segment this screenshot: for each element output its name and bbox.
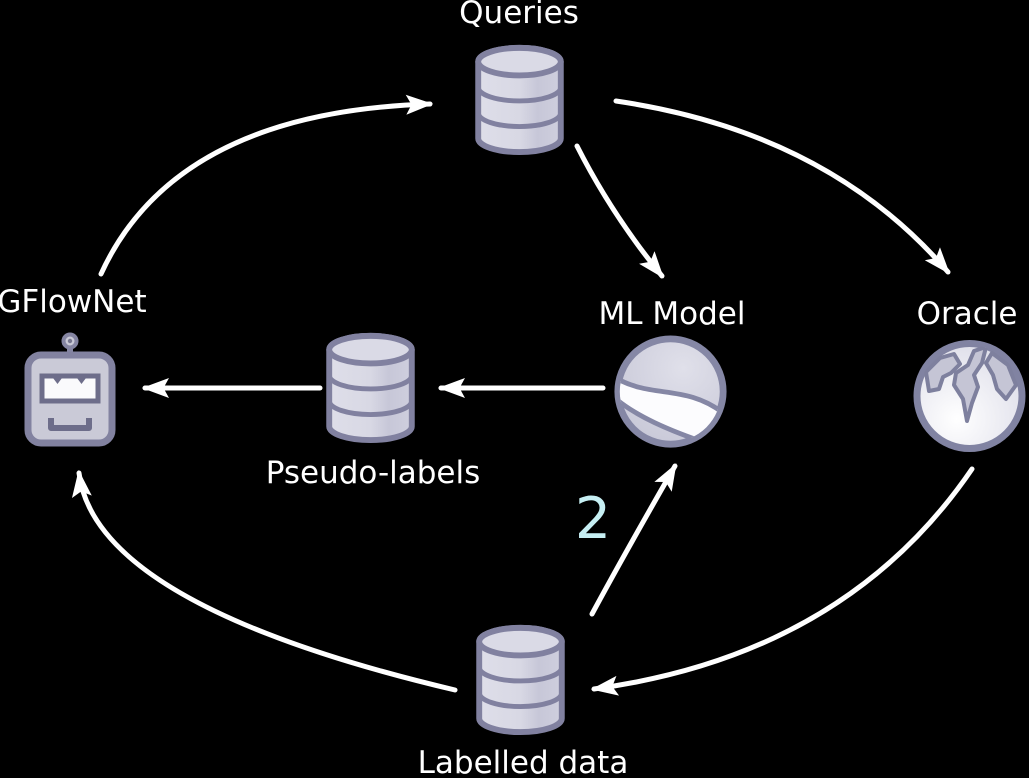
node-label-oracle: Oracle: [916, 296, 1018, 332]
database-icon: [326, 332, 415, 444]
robot-icon: [24, 332, 116, 447]
node-label-labelled-data: Labelled data: [417, 745, 629, 778]
arrow-gflownet-to-queries: [98, 94, 433, 277]
sphere-icon: [614, 335, 727, 448]
node-label-ml-model: ML Model: [598, 296, 746, 332]
database-icon: [475, 44, 564, 156]
node-label-queries: Queries: [459, 0, 579, 31]
node-label-gflownet: GFlowNet: [0, 284, 147, 320]
arrow-labelled-data-to-ml-model: [589, 463, 678, 617]
database-icon: [476, 624, 565, 736]
arrow-queries-to-ml-model: [574, 143, 665, 279]
globe-icon: [913, 340, 1026, 452]
node-label-pseudo-labels: Pseudo-labels: [265, 455, 481, 491]
arrow-labelled-data-to-gflownet: [71, 470, 458, 693]
arrow-oracle-to-labelled-data: [591, 466, 975, 696]
arrow-queries-to-oracle: [613, 98, 951, 275]
edge-annotation-step-2: 2: [574, 486, 612, 552]
